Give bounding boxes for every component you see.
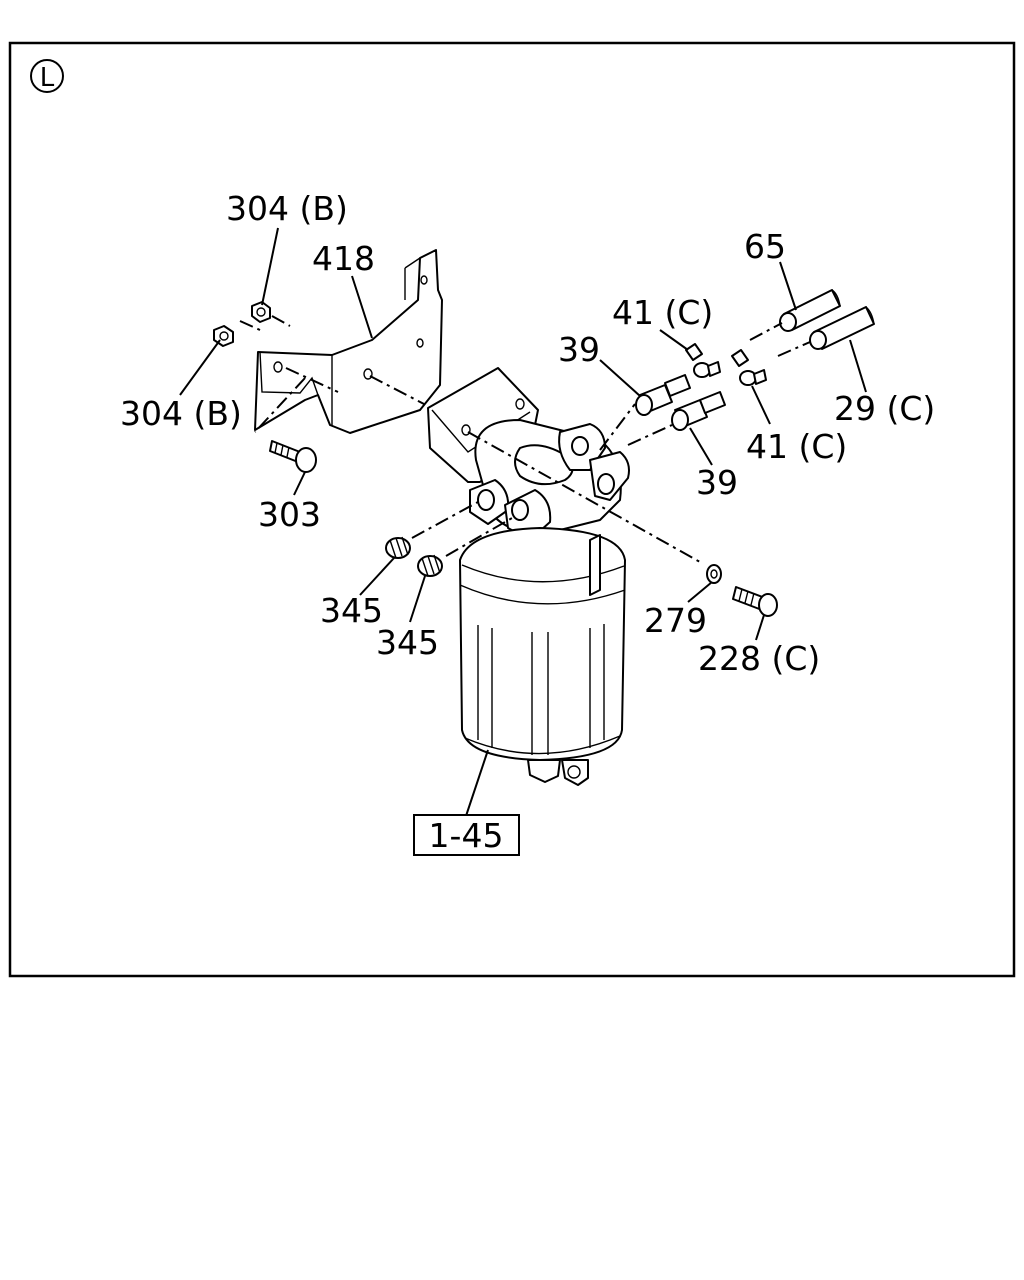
callout-bolt-bracket: 303 xyxy=(258,495,321,534)
callout-fitting-right: 39 xyxy=(696,463,738,502)
bolt-head xyxy=(732,586,778,617)
leader-lines xyxy=(179,227,867,817)
callout-clip-lower: 41 (C) xyxy=(746,427,847,466)
diagram-frame xyxy=(8,41,1016,978)
callout-bolt-head: 228 (C) xyxy=(698,639,820,678)
callout-bracket: 418 xyxy=(312,239,375,278)
callout-clip-upper: 41 (C) xyxy=(612,293,713,332)
bolt-bracket xyxy=(269,440,317,473)
callout-washer: 279 xyxy=(644,601,707,640)
filter-head xyxy=(427,367,630,541)
callout-hose-29: 29 (C) xyxy=(834,389,935,428)
assembly-ref-box: 1-45 xyxy=(413,814,520,856)
washer xyxy=(706,564,722,584)
callout-nut-lower: 304 (B) xyxy=(120,394,242,433)
bracket-418 xyxy=(254,249,443,434)
svg-text:L: L xyxy=(40,63,55,93)
callout-plug-a: 345 xyxy=(320,591,383,630)
callout-plug-b: 345 xyxy=(376,623,439,662)
hose-29 xyxy=(809,306,875,350)
callout-fitting-left: 39 xyxy=(558,330,600,369)
section-marker: L xyxy=(30,59,64,93)
fitting-right xyxy=(671,391,726,431)
callout-nut-upper: 304 (B) xyxy=(226,189,348,228)
plug-b xyxy=(417,554,443,577)
plug-a xyxy=(385,536,411,559)
clip-lower xyxy=(731,349,767,386)
alignment-lines xyxy=(239,315,811,563)
filter-bowl xyxy=(459,527,626,786)
nut-upper xyxy=(251,301,271,323)
fitting-left xyxy=(635,374,691,416)
clip-upper xyxy=(685,343,721,378)
callout-hose-65: 65 xyxy=(744,227,786,266)
hose-65 xyxy=(779,289,841,332)
callout-filter-assembly: 1-45 xyxy=(429,816,504,855)
